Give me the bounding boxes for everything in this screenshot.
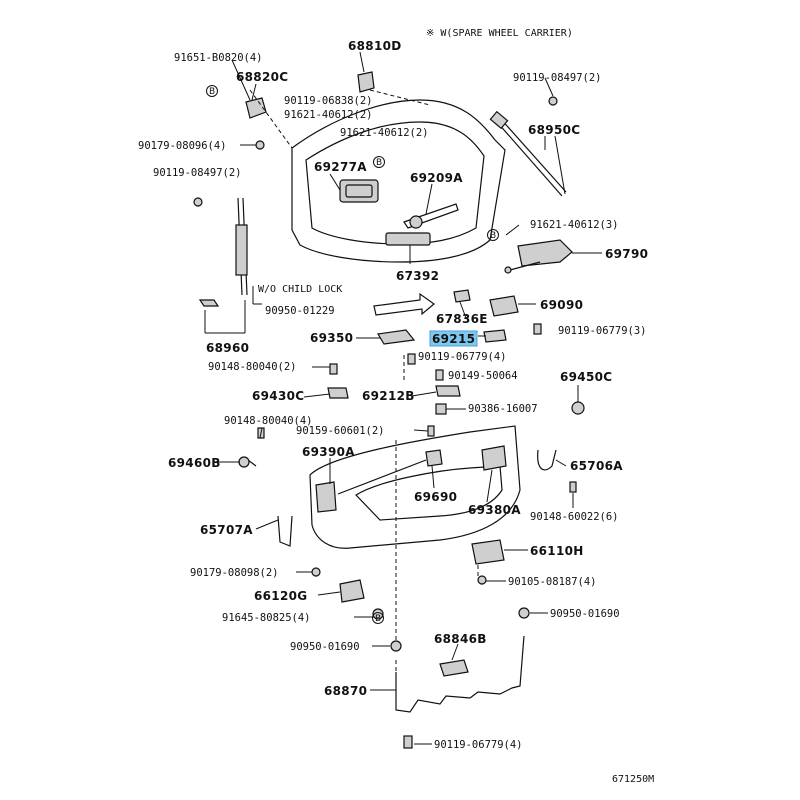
reference-markers: B B B B xyxy=(206,85,499,624)
lower-locks xyxy=(311,539,530,652)
part-label-90148-60022[interactable]: 90148-60022(6) xyxy=(530,511,619,523)
ref-marker-b: B xyxy=(487,229,499,241)
part-label-68960[interactable]: 68960 xyxy=(206,341,249,355)
part-label-90386-16007[interactable]: 90386-16007 xyxy=(468,403,538,415)
part-label-69380a[interactable]: 69380A xyxy=(468,503,521,517)
ref-marker-b: B xyxy=(372,612,384,624)
part-label-67836e[interactable]: 67836E xyxy=(436,312,488,326)
part-label-91621-40612-b[interactable]: 91621-40612(2) xyxy=(340,127,429,139)
child-lock-note: W/O CHILD LOCK xyxy=(258,284,342,295)
part-label-91645-80825[interactable]: 91645-80825(4) xyxy=(222,612,311,624)
part-label-90119-06838[interactable]: 90119-06838(2) xyxy=(284,95,373,107)
part-label-90105-08187[interactable]: 90105-08187(4) xyxy=(508,576,597,588)
part-label-90950-01690-a[interactable]: 90950-01690 xyxy=(550,608,620,620)
part-label-68820c[interactable]: 68820C xyxy=(236,70,288,84)
part-label-65707a[interactable]: 65707A xyxy=(200,523,253,537)
part-label-69450c[interactable]: 69450C xyxy=(560,370,612,384)
part-label-66120g[interactable]: 66120G xyxy=(254,589,307,603)
ref-marker-b: B xyxy=(373,156,385,168)
part-label-90119-06779-b[interactable]: 90119-06779(4) xyxy=(418,351,507,363)
part-label-69209a[interactable]: 69209A xyxy=(410,171,463,185)
part-label-90148-80040-a[interactable]: 90148-80040(2) xyxy=(208,361,297,373)
svg-text:B: B xyxy=(209,87,215,97)
lock-assembly-69790 xyxy=(504,239,573,274)
part-label-69790[interactable]: 69790 xyxy=(605,247,648,261)
leader-lines xyxy=(204,51,602,745)
svg-text:B: B xyxy=(375,614,381,624)
part-label-90159-60601[interactable]: 90159-60601(2) xyxy=(296,425,385,437)
part-label-90119-08497-b[interactable]: 90119-08497(2) xyxy=(153,167,242,179)
part-label-68870[interactable]: 68870 xyxy=(324,684,367,698)
part-label-68950c[interactable]: 68950C xyxy=(528,123,580,137)
part-label-69690[interactable]: 69690 xyxy=(414,490,457,504)
part-label-67392[interactable]: 67392 xyxy=(396,269,439,283)
part-label-90119-08497-a[interactable]: 90119-08497(2) xyxy=(513,72,602,84)
part-label-65706a[interactable]: 65706A xyxy=(570,459,623,473)
part-label-68810d[interactable]: 68810D xyxy=(348,39,402,53)
part-label-69350[interactable]: 69350 xyxy=(310,331,353,345)
part-label-91621-40612-a[interactable]: 91621-40612(2) xyxy=(284,109,373,121)
svg-text:B: B xyxy=(376,158,382,168)
part-label-90950-01229[interactable]: 90950-01229 xyxy=(265,305,335,317)
svg-text:B: B xyxy=(490,231,496,241)
part-label-90179-08098[interactable]: 90179-08098(2) xyxy=(190,567,279,579)
handle-parts xyxy=(373,289,519,345)
header-note: ※ W(SPARE WHEEL CARRIER) xyxy=(426,28,573,39)
part-label-68846b[interactable]: 68846B xyxy=(434,632,487,646)
part-label-69390a[interactable]: 69390A xyxy=(302,445,355,459)
part-label-69460b[interactable]: 69460B xyxy=(168,456,221,470)
hinges xyxy=(245,71,375,150)
back-door-panel xyxy=(291,99,506,263)
part-label-90119-06779-c[interactable]: 90119-06779(4) xyxy=(434,739,523,751)
part-label-90179-08096[interactable]: 90179-08096(4) xyxy=(138,140,227,152)
part-label-69215[interactable]: 69215 xyxy=(432,332,475,346)
part-label-66110h[interactable]: 66110H xyxy=(530,544,584,558)
cables xyxy=(238,449,557,547)
damper-stay-right xyxy=(489,96,567,197)
spare-wheel-carrier xyxy=(395,635,525,749)
part-label-90148-80040-b[interactable]: 90148-80040(4) xyxy=(224,415,313,427)
part-label-69090[interactable]: 69090 xyxy=(540,298,583,312)
part-labels: ※ W(SPARE WHEEL CARRIER) 91651-B0820(4) … xyxy=(138,28,654,785)
highlight-box-69215 xyxy=(429,330,478,347)
back-door-lower-panel xyxy=(309,425,521,549)
reference-lines xyxy=(249,89,479,672)
part-label-91651-b0820[interactable]: 91651-B0820(4) xyxy=(174,52,263,64)
part-label-90950-01690-b[interactable]: 90950-01690 xyxy=(290,641,360,653)
figure-code: 671250M xyxy=(612,774,654,785)
part-label-69212b[interactable]: 69212B xyxy=(362,389,415,403)
part-label-91621-40612-c[interactable]: 91621-40612(3) xyxy=(530,219,619,231)
ref-marker-b: B xyxy=(206,85,218,97)
damper-stay-left xyxy=(193,197,248,307)
wiper-assembly xyxy=(385,203,459,246)
part-label-69430c[interactable]: 69430C xyxy=(252,389,304,403)
part-label-90119-06779-a[interactable]: 90119-06779(3) xyxy=(558,325,647,337)
part-label-69277a[interactable]: 69277A xyxy=(314,160,367,174)
part-label-90149-50064[interactable]: 90149-50064 xyxy=(448,370,518,382)
garnish-67392 xyxy=(385,232,431,246)
